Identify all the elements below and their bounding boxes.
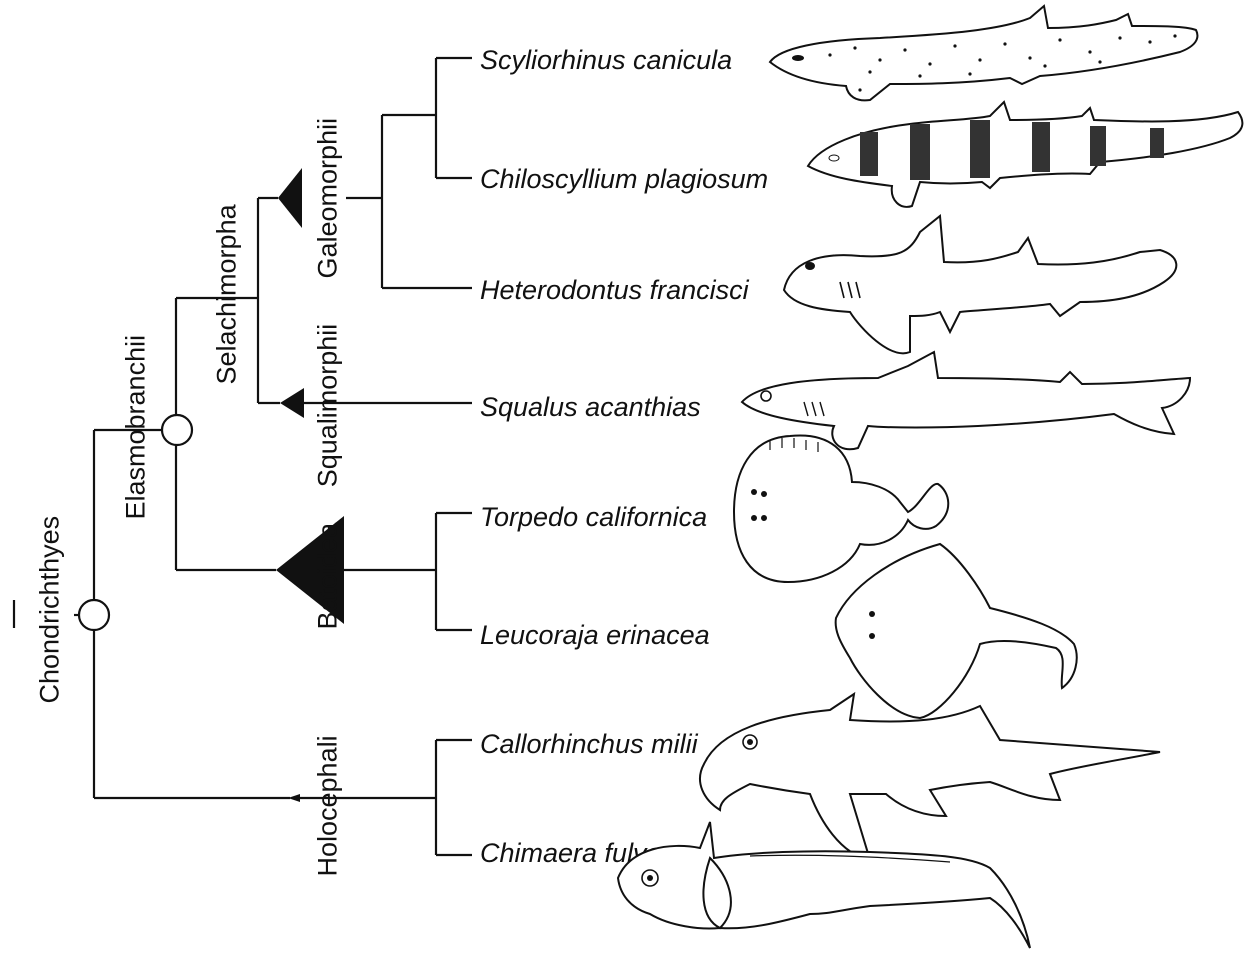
clade-label-elasmobranchii: Elasmobranchii [120,334,151,520]
clade-label-selachimorpha: Selachimorpha [211,204,242,385]
species-label-callorhinchus: Callorhinchus milii [480,729,698,759]
triangle-batoidea [276,516,344,624]
species-label-heterodontus: Heterodontus francisci [480,275,749,305]
species-label-torpedo: Torpedo californica [480,502,708,532]
bamboo-shark-icon [806,100,1244,208]
species-label-scyliorhinus: Scyliorhinus canicula [480,45,733,75]
triangle-galeomorphii [278,168,302,228]
horn-shark-icon [782,214,1178,355]
species-label-leucoraja: Leucoraja erinacea [480,620,710,650]
clade-label-batoidea: Batoidea [312,522,343,630]
skate-icon [834,542,1078,720]
clade-label-squalimorphii: Squalimorphii [312,323,343,488]
elephant-shark-icon [699,691,1161,862]
catshark-icon [768,4,1199,102]
chimaera-icon [616,821,1031,949]
clade-label-chondrichthyes: Chondrichthyes [34,515,65,704]
species-label-chiloscyllium: Chiloscyllium plagiosum [480,164,769,194]
node-chondrichthyes [77,598,111,632]
electric-ray-icon [732,434,950,584]
triangle-holocephali [288,794,300,802]
dogfish-icon [740,350,1192,451]
triangle-squalimorphii [280,388,304,418]
clade-label-holocephali: Holocephali [312,735,343,877]
clade-label-galeomorphii: Galeomorphii [312,117,343,279]
node-elasmobranchii [160,413,194,447]
species-label-squalus: Squalus acanthias [480,392,701,422]
